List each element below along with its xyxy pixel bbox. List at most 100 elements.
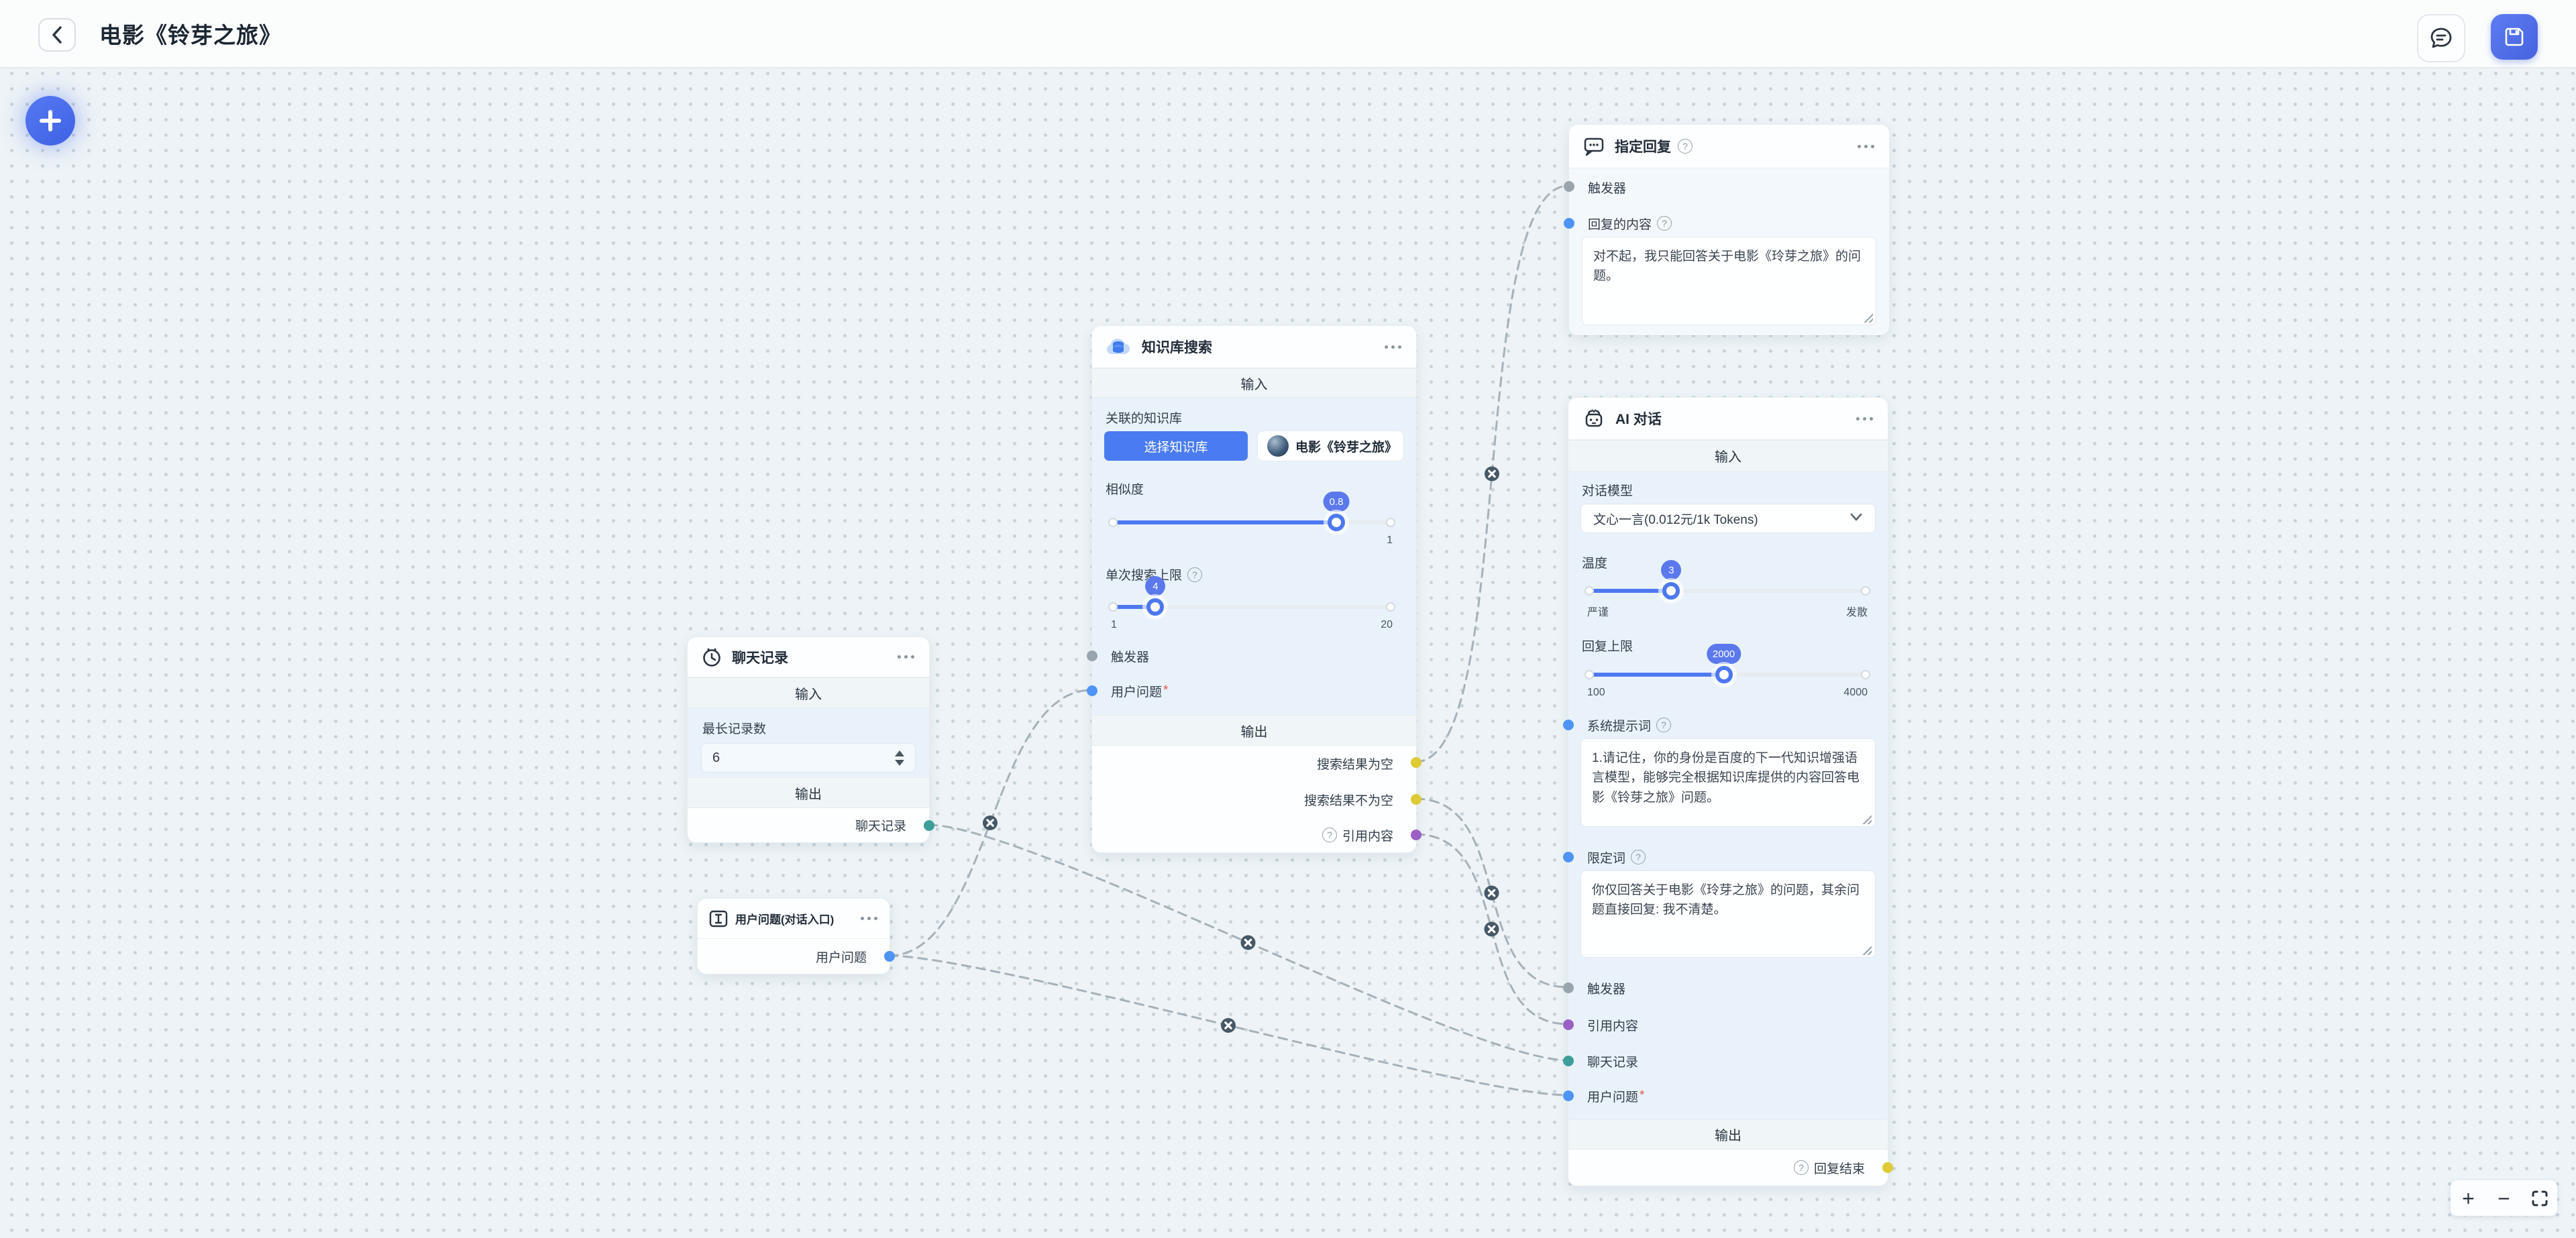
search-limit-value-badge: 4 [1145,576,1166,596]
history-label: 聊天记录 [1587,1055,1639,1070]
input-row-history: 聊天记录 [1568,1043,1888,1079]
port-kb-result-empty-output[interactable] [1411,757,1421,768]
similarity-slider-knob[interactable] [1328,514,1345,531]
port-kb-trigger-input[interactable] [1087,651,1097,661]
node-menu-button[interactable] [1856,141,1876,152]
required-mark: * [1163,683,1169,697]
port-kb-user-question-input[interactable] [1087,685,1097,696]
output-label: 用户问题 [815,950,867,965]
wire-delete-button[interactable] [1484,921,1499,937]
qualifier-label: 限定词 [1587,851,1626,866]
reply-limit-slider-knob[interactable] [1715,666,1733,683]
port-ai-user-question-input[interactable] [1563,1090,1574,1101]
temperature-label: 温度 [1582,557,1608,571]
wire-delete-button[interactable] [1240,935,1256,950]
output-row-not-empty: 搜索结果不为空 [1092,781,1416,818]
port-ai-reply-end-output[interactable] [1882,1162,1893,1173]
port-kb-result-not-empty-output[interactable] [1411,794,1421,805]
wire-delete-button[interactable] [983,815,998,830]
knowledge-base-avatar [1267,435,1289,457]
add-node-button[interactable] [25,96,75,146]
wire-delete-button[interactable] [1485,466,1499,482]
similarity-slider[interactable]: 0.8 1 [1108,492,1395,546]
save-button[interactable] [2491,14,2538,60]
qualifier-textarea[interactable]: 你仅回答关于电影《玲芽之旅》的问题，其余问题直接回复: 我不清楚。 [1580,870,1876,958]
temperature-min-label: 严谨 [1587,607,1609,618]
node-title: 知识库搜索 [1142,340,1212,355]
zoom-in-button[interactable]: + [2462,1186,2475,1211]
help-icon [1793,1160,1809,1175]
user-question-label: 用户问题 [1111,685,1163,699]
node-menu-button[interactable] [1383,341,1403,353]
node-fixed-reply[interactable]: 指定回复 触发器 回复的内容 对不起，我只能回答关于电影《玲芽之旅》的问题。 [1564,124,1890,335]
similarity-max-label: 1 [1387,534,1393,546]
reply-limit-max-label: 4000 [1843,687,1868,698]
help-icon [1678,139,1693,154]
port-ai-system-prompt-input[interactable] [1563,720,1574,730]
search-limit-slider-knob[interactable] [1146,598,1165,616]
port-reply-trigger-input[interactable] [1564,181,1574,192]
port-kb-reference-output[interactable] [1411,830,1421,840]
node-chat-history[interactable]: 聊天记录 输入 最长记录数 6 输出 聊天记录 [687,636,934,843]
fit-view-button[interactable] [2524,1180,2556,1216]
output-label: 搜索结果不为空 [1303,793,1393,808]
max-records-input[interactable]: 6 [701,743,916,773]
node-kb-search[interactable]: 知识库搜索 输入 关联的知识库 选择知识库 电影《铃芽之旅》 相似度 0.8 1… [1087,325,1421,853]
reply-limit-min-label: 100 [1587,687,1605,698]
top-bar: 电影《铃芽之旅》 [0,0,2576,68]
output-row-user-question: 用户问题 [698,939,890,974]
section-output: 输出 [688,777,929,808]
search-limit-slider[interactable]: 4 1 20 [1108,576,1395,630]
section-input: 输入 [688,677,929,708]
required-mark: * [1640,1088,1645,1103]
output-label: 引用内容 [1342,829,1393,844]
node-menu-button[interactable] [1855,413,1874,425]
reply-content-textarea[interactable]: 对不起，我只能回答关于电影《玲芽之旅》的问题。 [1582,237,1876,325]
section-output: 输出 [1092,715,1416,746]
help-icon [1657,216,1672,231]
node-title: AI 对话 [1615,412,1662,427]
help-icon [1322,828,1337,842]
preview-chat-button[interactable] [2417,14,2465,62]
input-row-user-question: 用户问题* [1568,1078,1888,1114]
reply-limit-slider[interactable]: 2000 100 4000 [1585,644,1870,698]
port-reply-content-input[interactable] [1564,218,1574,229]
robot-icon [1582,406,1606,431]
trigger-label: 触发器 [1587,982,1626,997]
node-menu-button[interactable] [859,913,879,924]
stepper-down-icon[interactable] [895,759,904,766]
port-ai-qualifier-input[interactable] [1563,852,1574,862]
node-ai-chat[interactable]: AI 对话 输入 对话模型 文心一言(0.012元/1k Tokens) 温度 … [1563,397,1893,1186]
stepper-up-icon[interactable] [895,750,904,756]
wire-delete-button[interactable] [1221,1018,1236,1033]
number-stepper[interactable] [895,750,904,766]
help-icon [1656,718,1672,732]
select-kb-button[interactable]: 选择知识库 [1104,431,1248,461]
kb-name: 电影《铃芽之旅》 [1295,440,1398,455]
port-ai-trigger-input[interactable] [1563,982,1574,993]
node-title: 聊天记录 [732,650,788,666]
node-menu-button[interactable] [896,651,916,663]
zoom-out-button[interactable]: − [2498,1186,2510,1211]
wire-delete-button[interactable] [1484,885,1499,901]
model-label: 对话模型 [1582,484,1633,498]
trigger-label: 触发器 [1588,181,1627,196]
back-button[interactable] [38,18,76,52]
output-row-reference: 引用内容 [1092,818,1416,852]
kb-chip[interactable]: 电影《铃芽之旅》 [1257,431,1404,461]
help-icon [1187,567,1203,582]
port-user-question-output[interactable] [884,951,895,962]
node-user-question[interactable]: 用户问题(对话入口) 用户问题 [697,898,895,974]
kb-label: 关联的知识库 [1106,412,1183,426]
section-input: 输入 [1568,440,1888,471]
port-ai-reference-input[interactable] [1563,1019,1574,1030]
reference-label: 引用内容 [1587,1019,1639,1033]
system-prompt-textarea[interactable]: 1.请记住，你的身份是百度的下一代知识增强语言模型，能够完全根据知识库提供的内容… [1580,738,1876,827]
temperature-slider-knob[interactable] [1662,582,1680,600]
port-ai-history-input[interactable] [1563,1056,1574,1066]
temperature-slider[interactable]: 3 严谨 发散 [1585,560,1870,618]
port-chat-history-output[interactable] [924,820,934,831]
model-select[interactable]: 文心一言(0.012元/1k Tokens) [1580,504,1876,533]
